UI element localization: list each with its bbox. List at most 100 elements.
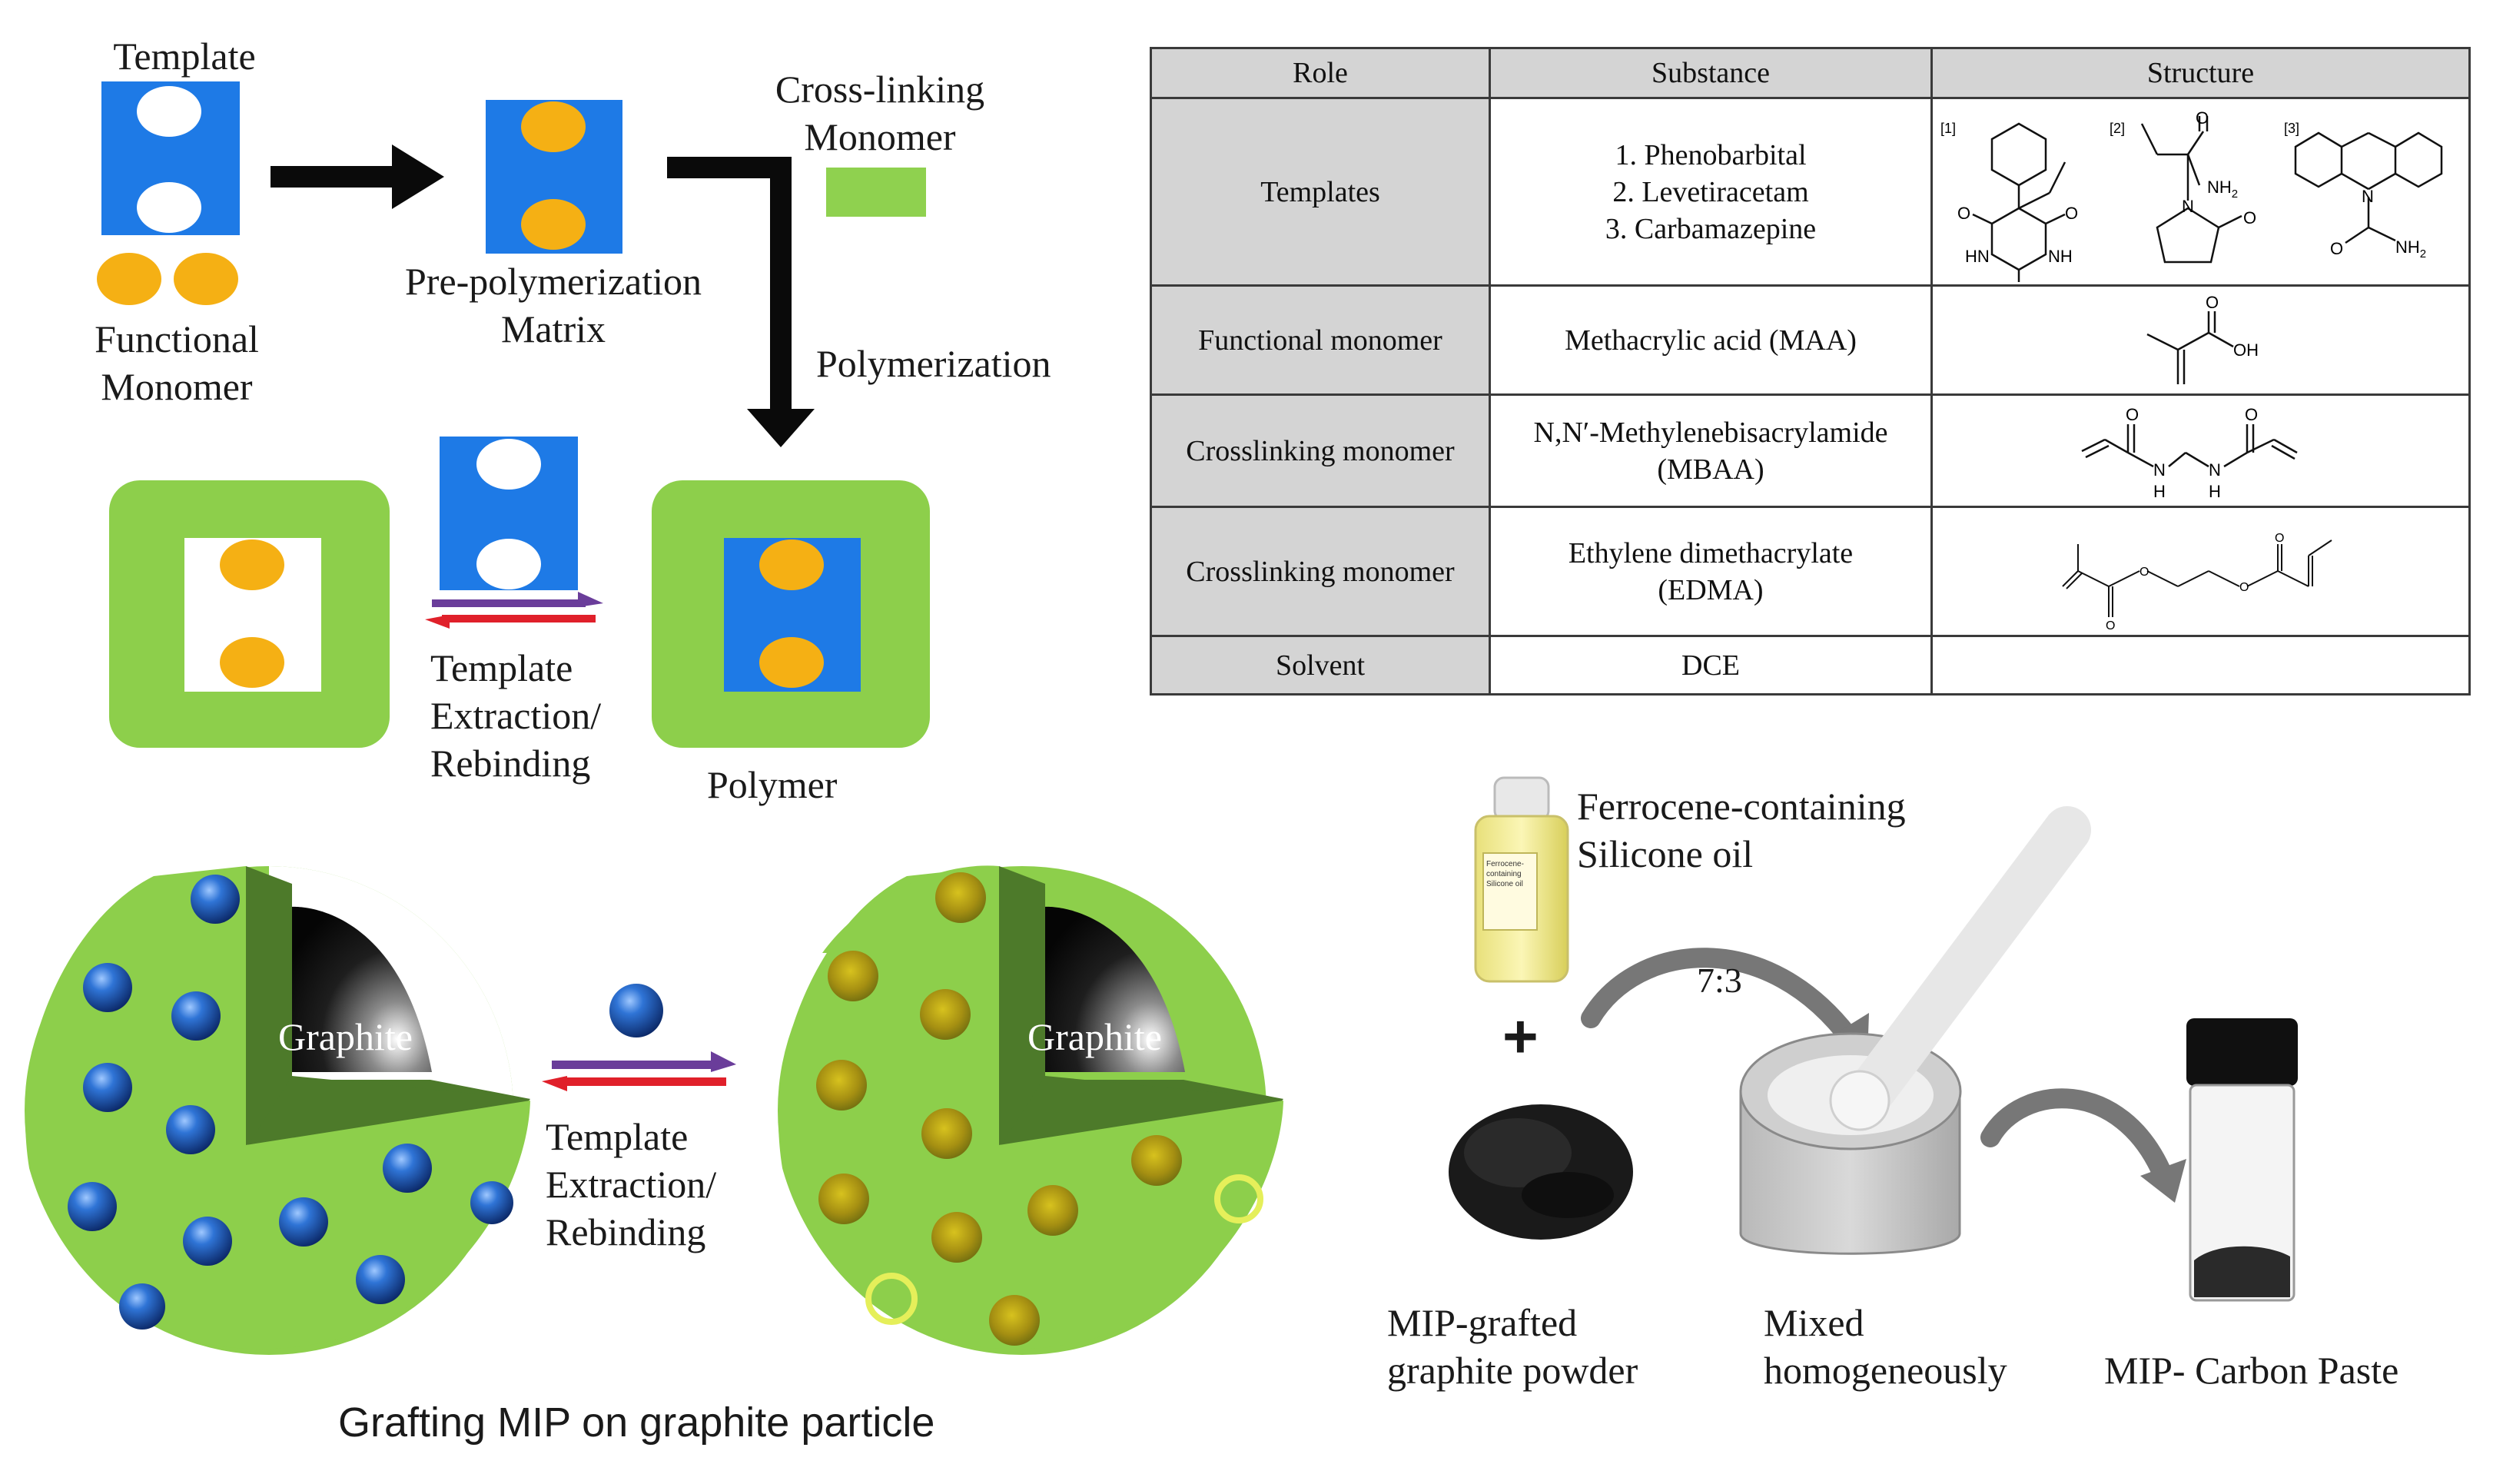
extracted-template: [440, 437, 578, 590]
atom-o: O: [2126, 405, 2139, 424]
imprinted-cavities: [816, 872, 1263, 1346]
functional-monomer-line-1: Functional: [95, 317, 259, 360]
mip-sphere-with-cavities: [778, 865, 1283, 1355]
atom-o: O: [2275, 532, 2284, 545]
extraction-label-bottom: Template Extraction/ Rebinding: [546, 1113, 716, 1256]
atom-o: O: [2330, 239, 2343, 258]
substance-line: (EDMA): [1658, 573, 1764, 606]
prepolymerization-line-2: Matrix: [500, 307, 606, 350]
atom-h: H: [2153, 482, 2166, 501]
substance-cell: DCE: [1489, 635, 1933, 696]
extraction-bottom-line-3: Rebinding: [546, 1210, 706, 1253]
atom-h: H: [2209, 482, 2221, 501]
graphite-powder-pile: [1449, 1104, 1633, 1240]
role-cell: Crosslinking monomer: [1150, 393, 1491, 508]
structure-cell: O O O O: [1930, 506, 2471, 637]
atom-nh2: NH2: [2207, 178, 2238, 201]
bottle-label-line-3: Silicone oil: [1486, 880, 1523, 888]
atom-nh2: NH2: [2395, 237, 2426, 261]
atom-o: O: [2239, 581, 2249, 594]
substance-line: Methacrylic acid (MAA): [1565, 324, 1857, 357]
template-block: [101, 81, 240, 235]
table-header-row: Role Substance Structure: [1150, 47, 2471, 99]
mixed-line-2: homogeneously: [1764, 1349, 2007, 1392]
graphite-label-left: Graphite: [278, 1015, 413, 1058]
edma-structure: O O O O: [2061, 532, 2332, 632]
substance-line: N,N′-Methylenebisacrylamide: [1533, 416, 1888, 449]
templates-structures: [1] O O HN NH [2]: [1940, 108, 2442, 282]
extraction-arrows-bottom: [542, 1051, 736, 1091]
extraction-arrows-top: [425, 592, 603, 629]
header-structure: Structure: [1930, 47, 2471, 99]
carbon-paste-label: MIP- Carbon Paste: [2104, 1349, 2399, 1392]
substance-line: 2. Levetiracetam: [1612, 175, 1809, 208]
graphite-powder-line-2: graphite powder: [1387, 1349, 1638, 1392]
template-label: Template: [113, 35, 256, 78]
role-cell: Templates: [1150, 97, 1491, 287]
graphite-powder-label: MIP-grafted graphite powder: [1387, 1299, 1638, 1394]
polymer-block: [652, 480, 930, 748]
polymerization-arrow: [667, 157, 815, 447]
substance-cell: 1. Phenobarbital 2. Levetiracetam 3. Car…: [1489, 97, 1933, 287]
structure-cell: O O N N H H: [1930, 393, 2471, 508]
mbaa-structure: O O N N H H: [2080, 405, 2298, 501]
substance-line: DCE: [1681, 649, 1740, 682]
bottle-label-line-2: containing: [1486, 870, 1522, 878]
extraction-bottom-line-2: Extraction/: [546, 1163, 717, 1206]
crosslinking-monomer-line-2: Monomer: [804, 115, 956, 158]
carbamazepine-structure: [2294, 131, 2442, 244]
header-substance: Substance: [1489, 47, 1933, 99]
atom-n: N: [2362, 187, 2374, 206]
header-role: Role: [1150, 47, 1491, 99]
silicone-oil-bottle: [1474, 776, 1569, 983]
substance-cell: N,N′-Methylenebisacrylamide (MBAA): [1489, 393, 1933, 508]
atom-nh: NH: [2048, 247, 2073, 266]
substance-line: 3. Carbamazepine: [1605, 212, 1817, 245]
ref-2: [2]: [2110, 121, 2125, 136]
atom-o: O: [2206, 293, 2219, 312]
levetiracetam-structure: [2140, 115, 2242, 263]
table-row-functional-monomer: Functional monomer Methacrylic acid (MAA…: [1150, 284, 2471, 396]
atom-o: O: [2106, 619, 2115, 632]
graphite-label-right: Graphite: [1027, 1015, 1162, 1058]
prepolymerization-label: Pre-polymerization Matrix: [361, 257, 745, 353]
prepolymerization-line-1: Pre-polymerization: [405, 260, 702, 303]
mip-sphere-with-template: [25, 866, 530, 1355]
table-row-templates: Templates 1. Phenobarbital 2. Levetirace…: [1150, 97, 2471, 287]
free-template-molecule: [609, 984, 663, 1037]
atom-o: O: [2065, 204, 2078, 223]
mip-components-table: Role Substance Structure Templates 1. Ph…: [1150, 47, 2471, 696]
silicone-oil-line-2: Silicone oil: [1577, 832, 1754, 875]
structure-cell: O OH: [1930, 284, 2471, 396]
graphite-powder-line-1: MIP-grafted: [1387, 1301, 1578, 1344]
extraction-label-top: Template Extraction/ Rebinding: [430, 644, 601, 787]
substance-line: Ethylene dimethacrylate: [1568, 536, 1854, 569]
role-cell: Solvent: [1150, 635, 1491, 696]
crosslinking-monomer-label: Cross-linking Monomer: [745, 65, 1014, 161]
phenobarbital-structure: [1971, 122, 2066, 282]
maa-structure: O OH: [2146, 293, 2259, 384]
bottle-label-line-1: Ferrocene-: [1486, 860, 1524, 868]
mixed-label: Mixed homogeneously: [1764, 1299, 2007, 1394]
carbon-paste-vial: [2186, 1018, 2298, 1302]
atom-n: N: [2182, 197, 2194, 216]
ratio-label: 7:3: [1697, 961, 1742, 1000]
polymerization-label: Polymerization: [816, 342, 1051, 385]
atom-o: O: [2139, 566, 2149, 579]
atom-o: O: [1957, 204, 1970, 223]
atom-oh: OH: [2233, 340, 2259, 360]
mortar-and-pestle: [1739, 806, 2091, 1255]
extraction-top-line-3: Rebinding: [430, 742, 591, 785]
atom-n: N: [2209, 460, 2221, 480]
silicone-oil-line-1: Ferrocene-containing: [1577, 785, 1906, 828]
atom-o: O: [2243, 208, 2256, 227]
atom-o: O: [2245, 405, 2258, 424]
role-cell: Functional monomer: [1150, 284, 1491, 396]
extraction-bottom-line-1: Template: [546, 1115, 689, 1158]
table-row-solvent: Solvent DCE: [1150, 635, 2471, 696]
table-row-mbaa: Crosslinking monomer N,N′-Methylenebisac…: [1150, 393, 2471, 508]
functional-monomer-dots: [97, 253, 238, 305]
arrow-to-prepolymer: [271, 144, 444, 209]
ref-1: [1]: [1940, 121, 1956, 136]
